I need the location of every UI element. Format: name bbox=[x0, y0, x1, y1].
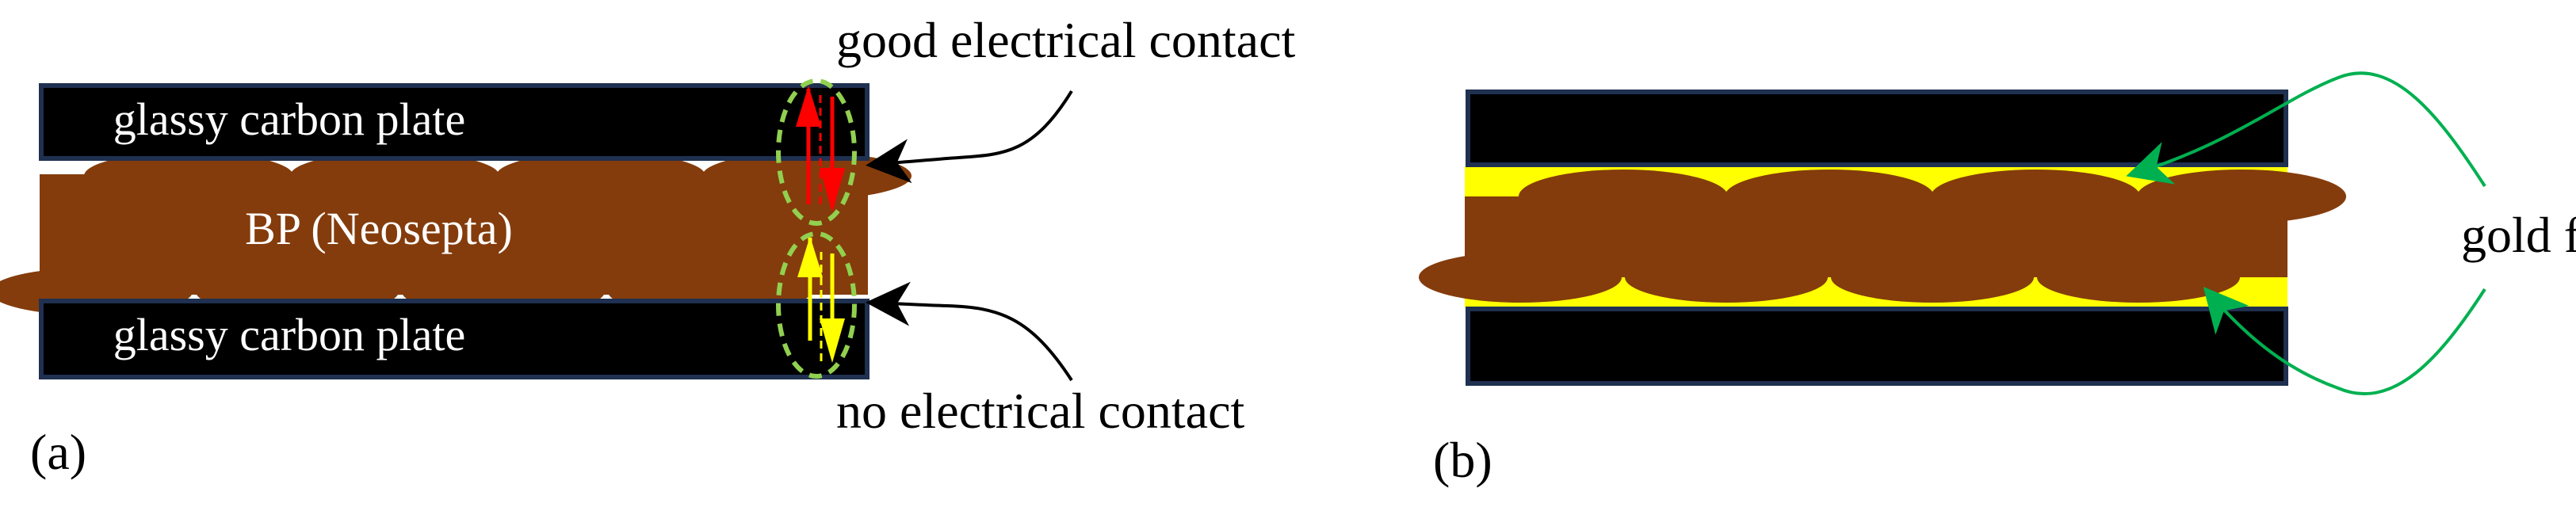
good-contact-pointer bbox=[866, 90, 1073, 184]
good-contact-highlight bbox=[776, 78, 857, 226]
no-contact-highlight bbox=[776, 231, 857, 379]
membrane-b-top-bump-3 bbox=[1931, 170, 2140, 223]
panel-a-label: (a) bbox=[30, 424, 86, 480]
panel-a: glassy carbon plate glassy carbon plate … bbox=[0, 12, 1295, 480]
no-contact-pointer bbox=[866, 281, 1073, 382]
membrane-b-bottom-bump-1 bbox=[1419, 252, 1622, 303]
bottom-plate-label: glassy carbon plate bbox=[113, 309, 466, 360]
membrane-a-top-bump-3 bbox=[496, 152, 705, 200]
panel-b: gold foil (b) bbox=[1419, 71, 2576, 488]
membrane-b-bottom-bump-2 bbox=[1625, 252, 1828, 303]
membrane-b-top-bump-2 bbox=[1725, 170, 1934, 223]
gold-foil-pointer-top bbox=[2126, 71, 2486, 188]
membrane-b-bottom-bump-3 bbox=[1831, 252, 2034, 303]
good-contact-arrows bbox=[796, 86, 845, 212]
top-glassy-carbon-plate bbox=[39, 83, 869, 161]
membrane-a-top-bump-1 bbox=[84, 152, 293, 200]
bottom-glassy-carbon-plate bbox=[39, 299, 869, 379]
panel-b-label: (b) bbox=[1433, 432, 1492, 488]
top-plate-b bbox=[1466, 90, 2288, 167]
membrane-b bbox=[1419, 170, 2346, 303]
good-contact-label: good electrical contact bbox=[836, 12, 1295, 68]
gold-foil-pointer-bottom bbox=[2203, 286, 2486, 396]
no-contact-arrows bbox=[797, 236, 845, 364]
membrane-a-top-bump-2 bbox=[290, 152, 499, 200]
top-plate-label: glassy carbon plate bbox=[113, 93, 466, 145]
no-contact-label: no electrical contact bbox=[836, 383, 1244, 439]
membrane-label: BP (Neosepta) bbox=[245, 203, 513, 254]
membrane-b-top-bump-4 bbox=[2137, 170, 2346, 223]
membrane-b-bottom-bump-4 bbox=[2037, 252, 2240, 303]
membrane-b-top-bump-1 bbox=[1519, 170, 1728, 223]
bottom-plate-b bbox=[1466, 307, 2288, 386]
gold-foil-label: gold foil bbox=[2461, 207, 2576, 263]
